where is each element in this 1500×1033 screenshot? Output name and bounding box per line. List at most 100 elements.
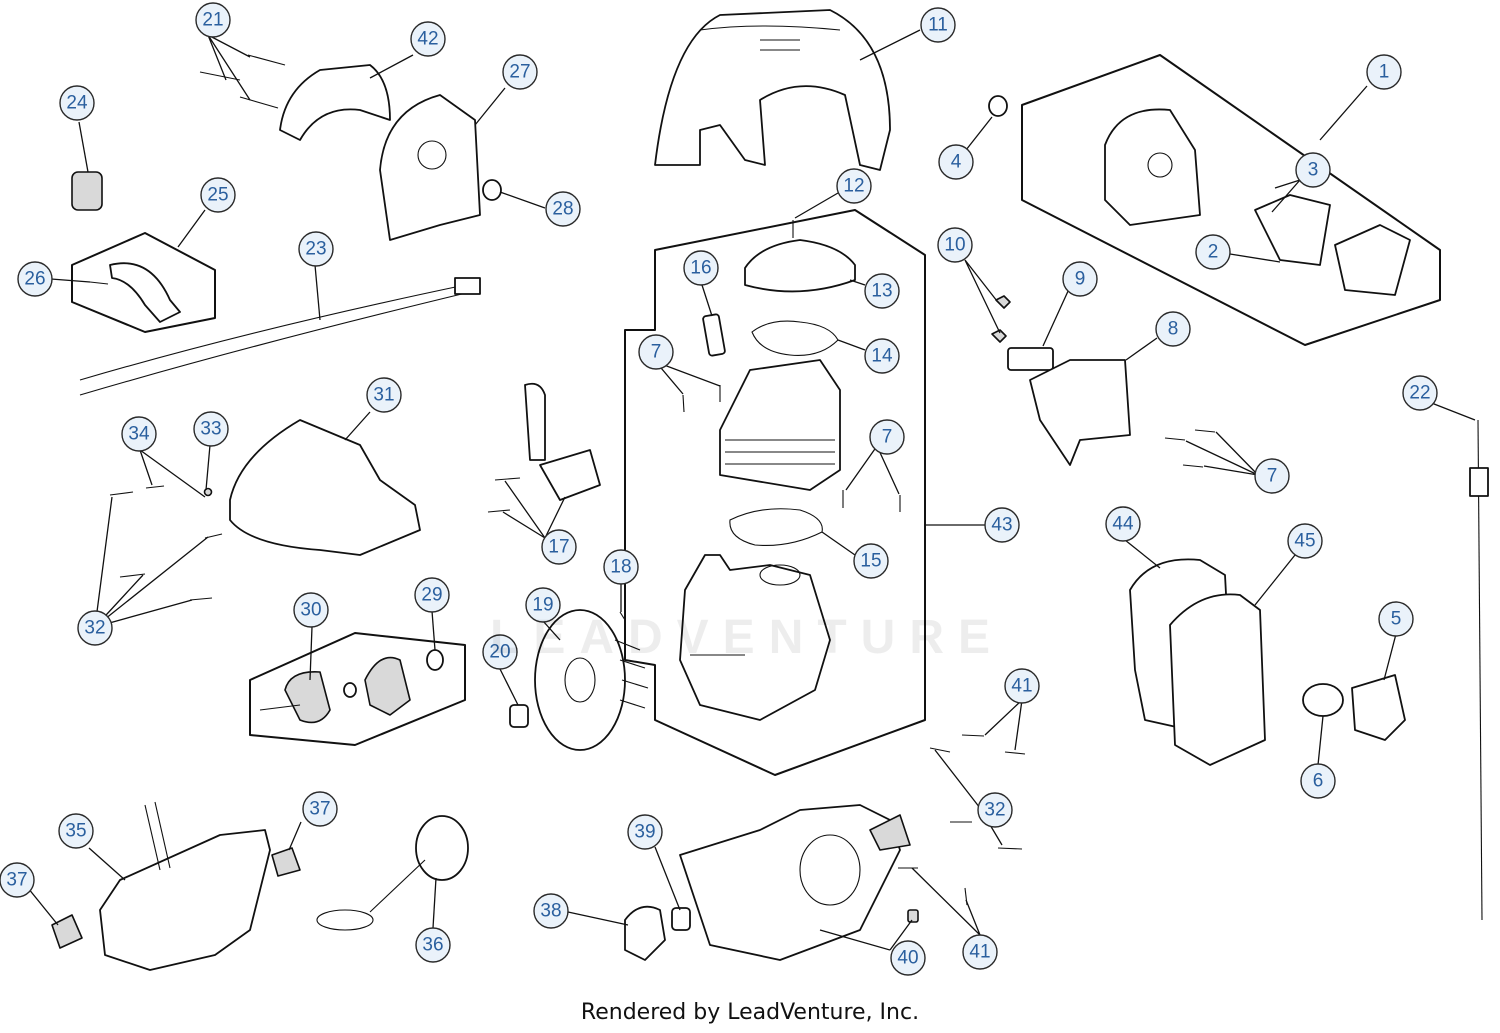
callout-36[interactable]: 36 xyxy=(415,927,451,963)
callout-44[interactable]: 44 xyxy=(1105,506,1141,542)
callout-34[interactable]: 34 xyxy=(121,416,157,452)
gasket-15 xyxy=(729,508,823,546)
nut-10b xyxy=(991,329,1007,343)
svg-text:1: 1 xyxy=(1379,62,1390,83)
gasket-9 xyxy=(1007,347,1054,371)
callout-32b[interactable]: 32 xyxy=(977,792,1013,828)
callout-41b[interactable]: 41 xyxy=(962,934,998,970)
callout-24[interactable]: 24 xyxy=(59,85,95,121)
callout-40[interactable]: 40 xyxy=(890,940,926,976)
callout-32a[interactable]: 32 xyxy=(77,610,113,646)
air-filter-housing xyxy=(1104,108,1411,296)
svg-text:19: 19 xyxy=(532,595,553,616)
primer-plug xyxy=(71,171,103,211)
callout-43[interactable]: 43 xyxy=(984,507,1020,543)
svg-text:35: 35 xyxy=(65,821,86,842)
callout-28[interactable]: 28 xyxy=(545,191,581,227)
callout-12[interactable]: 12 xyxy=(836,168,872,204)
svg-text:39: 39 xyxy=(634,822,655,843)
callout-8[interactable]: 8 xyxy=(1155,311,1191,347)
svg-text:41: 41 xyxy=(969,942,990,963)
screw-26 xyxy=(89,281,109,285)
callout-42[interactable]: 42 xyxy=(410,21,446,57)
callout-33[interactable]: 33 xyxy=(193,411,229,447)
spark-plug xyxy=(702,313,726,357)
callout-7a[interactable]: 7 xyxy=(638,334,674,370)
engine-shroud xyxy=(654,9,891,171)
svg-text:45: 45 xyxy=(1294,531,1315,552)
svg-text:14: 14 xyxy=(871,346,893,367)
callout-25[interactable]: 25 xyxy=(200,177,236,213)
svg-text:22: 22 xyxy=(1409,383,1430,404)
callout-38[interactable]: 38 xyxy=(533,893,569,929)
callout-11[interactable]: 11 xyxy=(920,7,956,43)
svg-text:27: 27 xyxy=(509,62,530,83)
callout-29[interactable]: 29 xyxy=(414,577,450,613)
filter-37b xyxy=(271,847,301,877)
clutch-drum xyxy=(259,656,411,724)
svg-text:44: 44 xyxy=(1112,514,1134,535)
callout-2[interactable]: 2 xyxy=(1195,234,1231,270)
callout-5[interactable]: 5 xyxy=(1378,601,1414,637)
callout-23[interactable]: 23 xyxy=(298,231,334,267)
callout-21[interactable]: 21 xyxy=(195,2,231,38)
callout-18[interactable]: 18 xyxy=(603,549,639,585)
callout-37b[interactable]: 37 xyxy=(302,791,338,827)
callout-39[interactable]: 39 xyxy=(627,814,663,850)
svg-text:32: 32 xyxy=(984,800,1005,821)
callout-9[interactable]: 9 xyxy=(1062,261,1098,297)
svg-text:29: 29 xyxy=(421,585,442,606)
screws-21 xyxy=(199,54,286,109)
callout-27[interactable]: 27 xyxy=(502,54,538,90)
callout-3[interactable]: 3 xyxy=(1295,152,1331,188)
leader-lines xyxy=(27,29,1476,951)
o-ring-4 xyxy=(988,95,1008,117)
clutch-cover xyxy=(279,64,391,141)
callout-7b[interactable]: 7 xyxy=(869,419,905,455)
callout-13[interactable]: 13 xyxy=(864,273,900,309)
callout-41a[interactable]: 41 xyxy=(1004,668,1040,704)
callout-17[interactable]: 17 xyxy=(541,529,577,565)
callout-10[interactable]: 10 xyxy=(937,227,973,263)
callout-7c[interactable]: 7 xyxy=(1254,458,1290,494)
svg-text:37: 37 xyxy=(6,870,27,891)
kit-frame-1 xyxy=(1021,54,1441,346)
screws-7-right xyxy=(1164,429,1216,468)
kit-frame-25 xyxy=(71,232,216,333)
callout-30[interactable]: 30 xyxy=(293,592,329,628)
svg-text:28: 28 xyxy=(552,199,573,220)
callout-45[interactable]: 45 xyxy=(1287,523,1323,559)
callout-26[interactable]: 26 xyxy=(17,261,53,297)
callout-14[interactable]: 14 xyxy=(864,338,900,374)
heat-shield-45 xyxy=(1169,593,1266,766)
svg-text:13: 13 xyxy=(871,281,892,302)
svg-text:15: 15 xyxy=(860,551,881,572)
callout-20[interactable]: 20 xyxy=(482,634,518,670)
choke-rod xyxy=(1469,419,1489,921)
svg-text:20: 20 xyxy=(489,642,510,663)
callout-16[interactable]: 16 xyxy=(683,250,719,286)
svg-text:21: 21 xyxy=(202,10,223,31)
svg-text:16: 16 xyxy=(690,258,711,279)
callout-37a[interactable]: 37 xyxy=(0,862,35,898)
gear-housing xyxy=(229,419,421,556)
engine-frame-43 xyxy=(624,209,926,776)
callout-19[interactable]: 19 xyxy=(525,587,561,623)
callout-6[interactable]: 6 xyxy=(1300,763,1336,799)
callout-15[interactable]: 15 xyxy=(853,543,889,579)
svg-text:7: 7 xyxy=(1267,466,1278,487)
o-ring-28 xyxy=(482,179,502,201)
fuel-line xyxy=(109,262,181,323)
svg-text:3: 3 xyxy=(1308,160,1319,181)
svg-text:5: 5 xyxy=(1391,609,1402,630)
callout-1[interactable]: 1 xyxy=(1366,54,1402,90)
filter-37a xyxy=(51,914,83,949)
svg-text:7: 7 xyxy=(651,342,662,363)
svg-text:25: 25 xyxy=(207,185,228,206)
callout-35[interactable]: 35 xyxy=(58,813,94,849)
callout-31[interactable]: 31 xyxy=(366,377,402,413)
callout-22[interactable]: 22 xyxy=(1402,375,1438,411)
svg-text:6: 6 xyxy=(1313,771,1324,792)
callout-4[interactable]: 4 xyxy=(938,144,974,180)
